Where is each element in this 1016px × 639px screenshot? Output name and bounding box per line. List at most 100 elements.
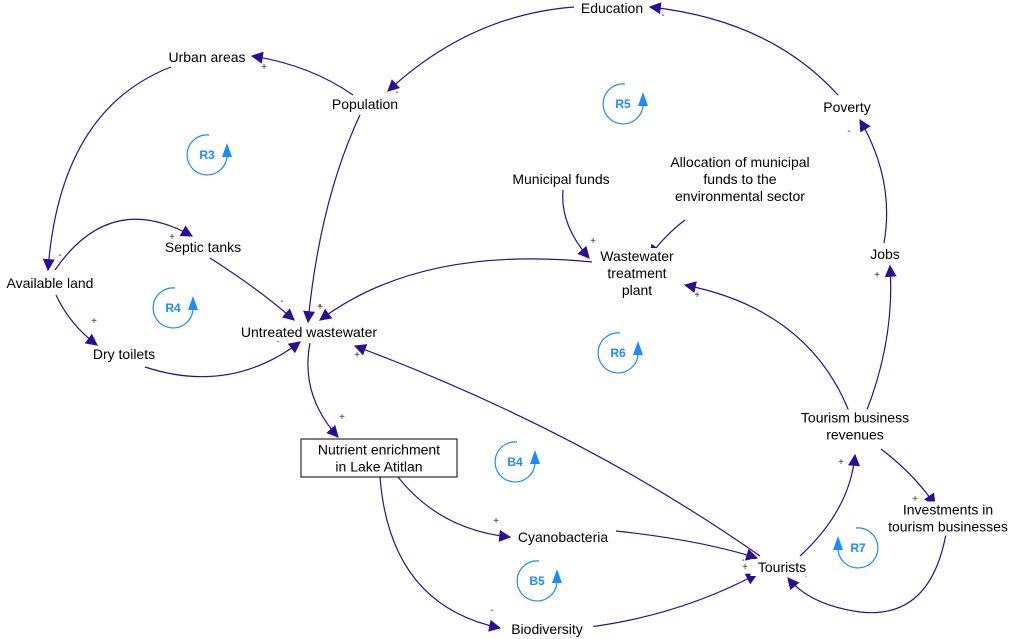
link-polarity: - [661, 10, 664, 21]
variable-urban-areas: Urban areas [164, 49, 250, 66]
link-polarity: + [838, 457, 844, 468]
variable-label: Nutrient enrichment [318, 442, 440, 458]
loop-marker-r5: R5 [602, 83, 648, 125]
loop-arrowhead-icon [552, 569, 562, 583]
variable-label: funds to the [703, 171, 776, 187]
loop-arrow-icon [602, 83, 644, 125]
link-polarity: + [742, 562, 748, 573]
loop-marker-r6: R6 [597, 332, 643, 374]
loop-marker-r4: R4 [152, 287, 198, 329]
link-arrow [562, 189, 590, 259]
link-arrow [397, 476, 512, 542]
variable-biodiversity: Biodiversity [500, 621, 594, 638]
variable-label: tourism businesses [888, 519, 1008, 535]
loop-label: R6 [610, 346, 626, 360]
link-polarity: - [280, 296, 283, 307]
loop-arrowhead-icon [222, 143, 232, 157]
link-polarity: - [395, 87, 398, 98]
link-polarity: - [318, 300, 321, 311]
link-arrow [54, 218, 194, 271]
link-polarity: + [169, 232, 175, 243]
variable-label: Wastewater [600, 248, 674, 264]
link-population-to-urban-areas: + [250, 51, 354, 96]
link-arrow [307, 342, 339, 438]
variable-jobs: Jobs [868, 246, 902, 263]
link-arrow [55, 294, 98, 346]
link-polarity: + [493, 516, 499, 527]
link-polarity: - [58, 250, 61, 261]
link-tourists-to-untreated-wastewater: + [353, 344, 761, 557]
loop-arrow-icon [494, 441, 536, 483]
link-arrow [387, 6, 575, 92]
link-arrow [799, 453, 860, 557]
variable-label: treatment [607, 265, 666, 281]
link-arrow [144, 341, 301, 378]
link-polarity: + [874, 270, 880, 281]
link-arrow [859, 118, 888, 244]
loop-arrow-icon [516, 560, 558, 602]
variable-municipal-funds: Municipal funds [503, 171, 619, 188]
variable-label: Dry toilets [93, 346, 155, 362]
loop-arrow-icon [152, 287, 194, 329]
link-arrow [303, 114, 361, 324]
link-arrow [648, 2, 839, 96]
link-polarity: - [490, 605, 493, 616]
variable-box [300, 438, 458, 478]
link-cyanobacteria-to-tourists: - [615, 530, 759, 566]
link-polarity: + [912, 494, 918, 505]
variable-label: revenues [826, 427, 884, 443]
variable-untreated-wastewater: Untreated wastewater [233, 324, 385, 341]
variable-dry-toilets: Dry toilets [81, 346, 167, 363]
variable-label: Allocation of municipal [670, 154, 809, 170]
variable-label: Biodiversity [511, 621, 583, 637]
link-arrow [379, 476, 502, 632]
loop-arrowhead-icon [633, 341, 643, 355]
link-arrow [683, 281, 851, 415]
variable-label: in Lake Atitlan [335, 459, 422, 475]
loop-label: B4 [507, 455, 523, 469]
variable-label: Available land [7, 275, 94, 291]
variable-label: Septic tanks [165, 239, 241, 255]
link-polarity: + [91, 316, 97, 327]
link-tourists-to-tourism-revenues: + [799, 453, 860, 557]
loop-arrowhead-icon [638, 92, 648, 106]
link-arrow [209, 257, 295, 321]
variable-label: plant [622, 282, 652, 298]
loop-label: R7 [850, 541, 866, 555]
link-polarity: - [741, 555, 744, 566]
links-layer: --+-++--+-++++-++++++--+ [42, 2, 947, 632]
link-polarity: + [339, 412, 345, 423]
loop-marker-b4: B4 [494, 441, 540, 483]
loop-marker-b5: B5 [516, 560, 562, 602]
variable-label: Urban areas [168, 49, 245, 65]
loop-arrow-icon [597, 332, 639, 374]
variable-label: Population [332, 96, 398, 112]
link-septic-tanks-to-untreated-wastewater: - [209, 257, 295, 321]
variable-septic-tanks: Septic tanks [156, 239, 250, 256]
variable-education: Education [576, 0, 648, 17]
link-arrow [864, 264, 897, 416]
link-population-to-untreated-wastewater: + [303, 114, 361, 324]
link-biodiversity-to-tourists: + [589, 562, 759, 628]
link-tourism-revenues-to-investments: + [880, 448, 936, 506]
link-tourism-revenues-to-wwtp: + [683, 281, 851, 415]
link-tourism-revenues-to-jobs: + [864, 264, 897, 416]
loop-label: R5 [615, 97, 631, 111]
loop-arrow-icon [186, 134, 228, 176]
link-untreated-wastewater-to-nutrient-enrichment: + [307, 342, 345, 438]
link-arrow [353, 344, 761, 557]
variable-label: Jobs [870, 246, 900, 262]
loop-marker-r7: R7 [833, 527, 879, 569]
link-jobs-to-poverty: - [847, 118, 888, 244]
link-arrow [615, 530, 759, 561]
link-polarity: - [276, 336, 279, 347]
link-polarity: + [354, 350, 360, 361]
link-polarity: + [317, 302, 323, 313]
variable-tourists: Tourists [750, 559, 814, 576]
loop-label: R3 [199, 148, 215, 162]
link-arrow [42, 66, 172, 272]
